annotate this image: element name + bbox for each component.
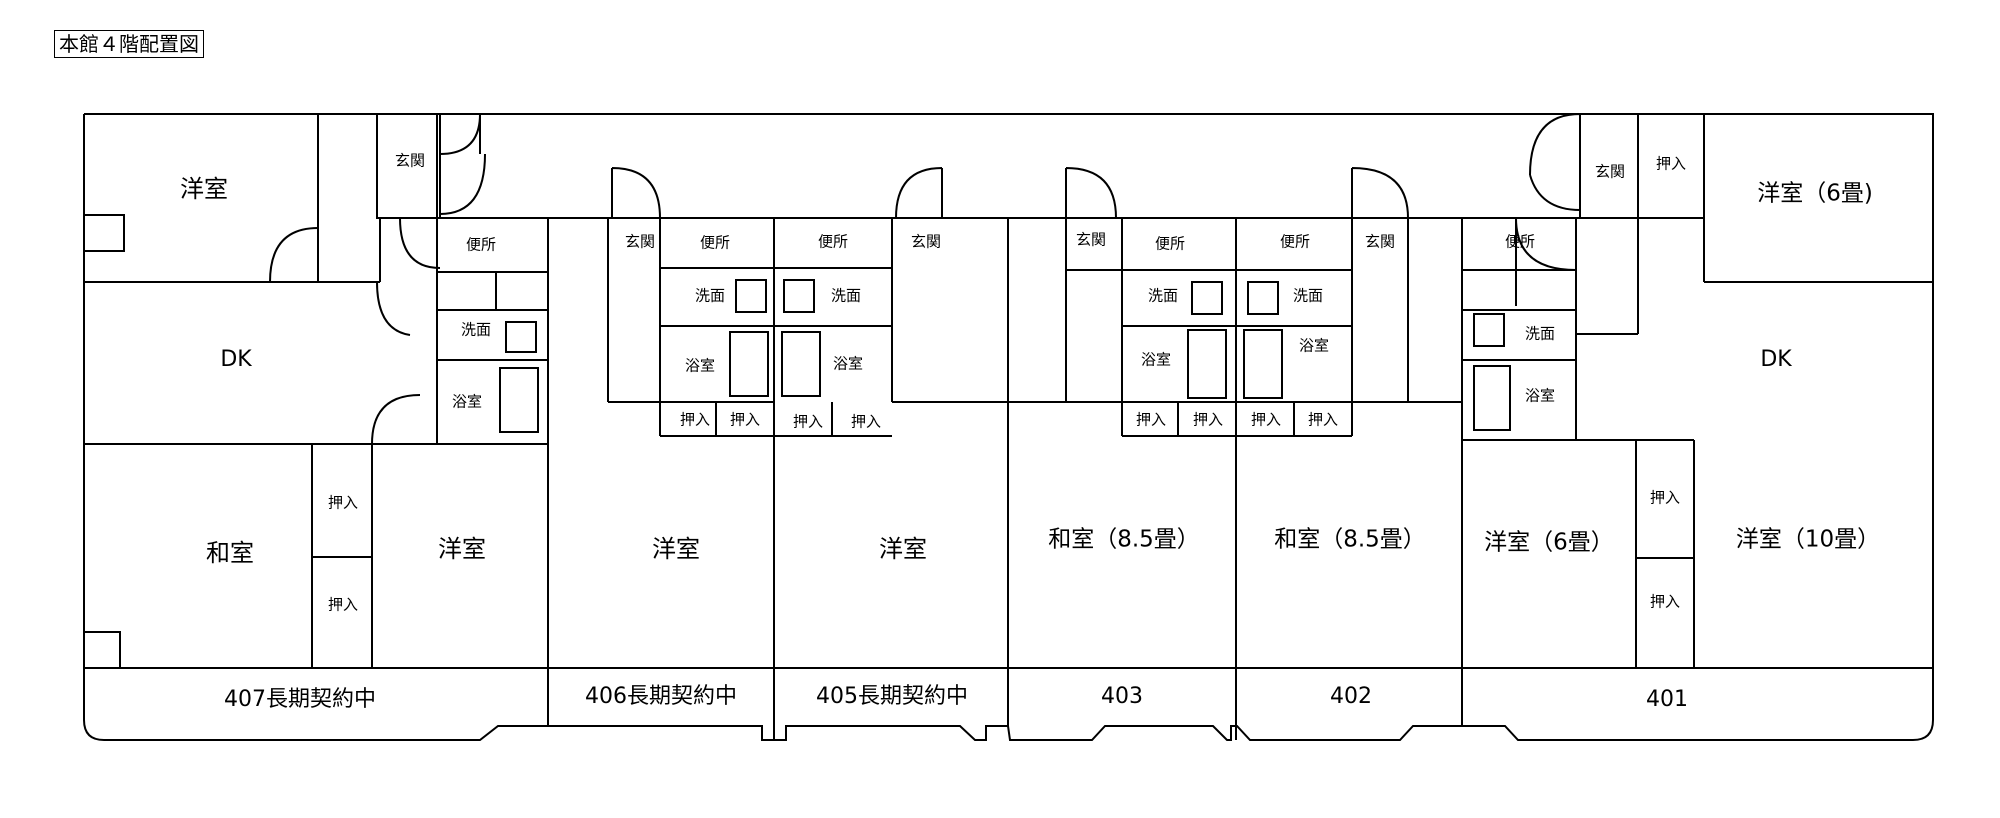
yokushitsu-406: 浴室: [685, 357, 715, 375]
senmen-402: 洗面: [1293, 287, 1323, 305]
oshiire-402a: 押入: [1251, 411, 1281, 429]
room-407-youshitsu2: 洋室: [438, 535, 486, 563]
room-401-youshitsu10: 洋室（10畳）: [1736, 527, 1880, 553]
room-407-washitsu: 和室: [206, 539, 254, 567]
genkan-402: 玄関: [1365, 233, 1395, 251]
senmen-405: 洗面: [831, 287, 861, 305]
oshiire-406b: 押入: [730, 411, 760, 429]
room-403-washitsu: 和室（8.5畳）: [1048, 527, 1200, 553]
yokushitsu-405: 浴室: [833, 355, 863, 373]
oshiire-407a: 押入: [328, 494, 358, 512]
room-407-dk: DK: [220, 347, 252, 372]
oshiire-407b: 押入: [328, 596, 358, 614]
building-outline: [84, 113, 1934, 668]
genkan-403: 玄関: [1076, 231, 1106, 249]
yokushitsu-401: 浴室: [1525, 387, 1555, 405]
room-402-washitsu: 和室（8.5畳）: [1274, 527, 1426, 553]
room-401-youshitsu6-top: 洋室（6畳): [1757, 181, 1873, 207]
genkan-407: 玄関: [395, 152, 425, 170]
genkan-406: 玄関: [625, 233, 655, 251]
senmen-407: 洗面: [461, 321, 491, 339]
yokushitsu-407: 浴室: [452, 393, 482, 411]
benjo-402: 便所: [1280, 233, 1310, 251]
unit-407-label: 407長期契約中: [224, 687, 376, 712]
senmen-406: 洗面: [695, 287, 725, 305]
page-title: 本館４階配置図: [54, 30, 204, 58]
room-405-youshitsu: 洋室: [879, 535, 927, 563]
unit-406-label: 406長期契約中: [585, 684, 737, 709]
oshiire-405a: 押入: [793, 413, 823, 431]
benjo-406: 便所: [700, 234, 730, 252]
yokushitsu-403: 浴室: [1141, 351, 1171, 369]
oshiire-401b: 押入: [1650, 593, 1680, 611]
oshiire-403a: 押入: [1136, 411, 1166, 429]
benjo-407: 便所: [466, 236, 496, 254]
oshiire-405b: 押入: [851, 413, 881, 431]
balcony-outline: [83, 668, 549, 741]
oshiire-401-top: 押入: [1656, 155, 1686, 173]
benjo-405: 便所: [818, 233, 848, 251]
genkan-401: 玄関: [1595, 163, 1625, 181]
unit-402-label: 402: [1330, 684, 1372, 709]
oshiire-401a: 押入: [1650, 489, 1680, 507]
room-406-youshitsu: 洋室: [652, 535, 700, 563]
room-401-youshitsu6: 洋室（6畳）: [1484, 530, 1614, 556]
senmen-403: 洗面: [1148, 287, 1178, 305]
unit-403-label: 403: [1101, 684, 1143, 709]
senmen-401: 洗面: [1525, 325, 1555, 343]
unit-405-label: 405長期契約中: [816, 684, 968, 709]
oshiire-402b: 押入: [1308, 411, 1338, 429]
room-401-dk: DK: [1760, 347, 1792, 372]
yokushitsu-402: 浴室: [1299, 337, 1329, 355]
benjo-401: 便所: [1505, 233, 1535, 251]
oshiire-403b: 押入: [1193, 411, 1223, 429]
genkan-405: 玄関: [911, 233, 941, 251]
corridor: [439, 114, 1704, 668]
benjo-403: 便所: [1155, 235, 1185, 253]
unit-401-label: 401: [1646, 687, 1688, 712]
room-407-youshitsu: 洋室: [180, 175, 228, 203]
oshiire-406a: 押入: [680, 411, 710, 429]
